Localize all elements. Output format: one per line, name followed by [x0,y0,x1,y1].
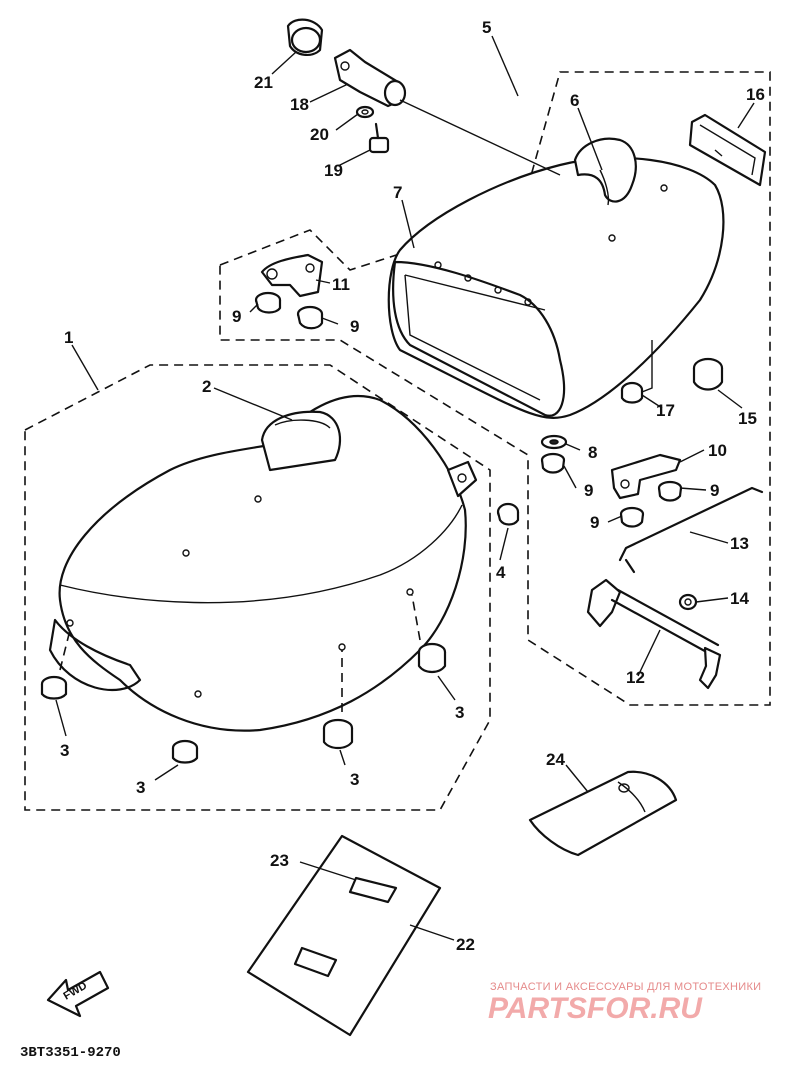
callout-10: 10 [708,441,727,460]
damper-15 [692,357,724,391]
front-seat-tab [446,460,478,498]
callout-8: 8 [588,443,597,462]
rear-seat-strap [573,137,637,206]
lock-cap [286,18,324,56]
seat-lock [333,48,407,108]
callout-9-b: 9 [350,317,359,336]
callout-1: 1 [64,328,73,347]
seat-lock-cable [618,486,764,574]
owners-manual [246,834,442,1037]
washer-8 [540,434,568,450]
collar-17 [620,381,644,404]
callout-5: 5 [482,18,491,37]
callout-3-c: 3 [350,770,359,789]
damper-9-upper-a [254,291,282,314]
callout-3-a: 3 [60,741,69,760]
callout-17: 17 [656,401,675,420]
callout-19: 19 [324,161,343,180]
callout-4: 4 [496,563,506,582]
damper-9-upper-b [296,305,324,330]
seat-hook [586,578,722,690]
bolt-4 [496,502,520,526]
bracket-11 [260,253,324,298]
callout-24: 24 [546,750,565,769]
diagram-code: 3BT3351-9270 [20,1045,121,1061]
callout-13: 13 [730,534,749,553]
washer-20 [355,105,375,119]
callout-3-d: 3 [455,703,464,722]
washer-14 [678,593,698,611]
rear-seat [387,156,725,419]
callout-20: 20 [310,125,329,144]
damper-3-a [40,675,68,700]
callout-9-c: 9 [584,481,593,500]
bolt-19 [368,122,390,154]
callout-9-e: 9 [590,513,599,532]
callout-14: 14 [730,589,749,608]
damper-9-mid-c [619,506,645,528]
tool-bag [528,770,678,857]
callout-22: 22 [456,935,475,954]
front-seat-assembly-boundary [24,364,491,811]
callout-9-a: 9 [232,307,241,326]
reflector [688,113,767,187]
callout-labels: 1 2 3 3 3 3 4 5 6 7 8 9 9 9 9 9 10 11 12… [60,18,765,954]
watermark-caption: ЗАПЧАСТИ И АКСЕССУАРЫ ДЛЯ МОТОТЕХНИКИ [490,981,761,993]
callout-23: 23 [270,851,289,870]
damper-9-mid-b [657,480,683,502]
damper-3-c [322,718,354,750]
bracket-10 [610,453,682,500]
callout-21: 21 [254,73,273,92]
front-seat-strap [260,410,342,472]
forward-arrow-icon [46,970,110,1018]
callout-9-d: 9 [710,481,719,500]
callout-16: 16 [746,85,765,104]
callout-3-b: 3 [136,778,145,797]
leader-lines [55,35,755,941]
rear-seat-assembly-boundary [219,71,771,706]
callout-12: 12 [626,668,645,687]
callout-18: 18 [290,95,309,114]
damper-3-d [417,642,447,674]
callout-2: 2 [202,377,211,396]
callout-7: 7 [393,183,402,202]
watermark-logo: PARTSFOR.RU [488,992,703,1025]
front-seat [48,394,467,732]
callout-11: 11 [332,275,350,294]
callout-6: 6 [570,91,579,110]
callout-15: 15 [738,409,757,428]
damper-9-mid-a [540,452,566,474]
damper-3-b [171,739,199,764]
